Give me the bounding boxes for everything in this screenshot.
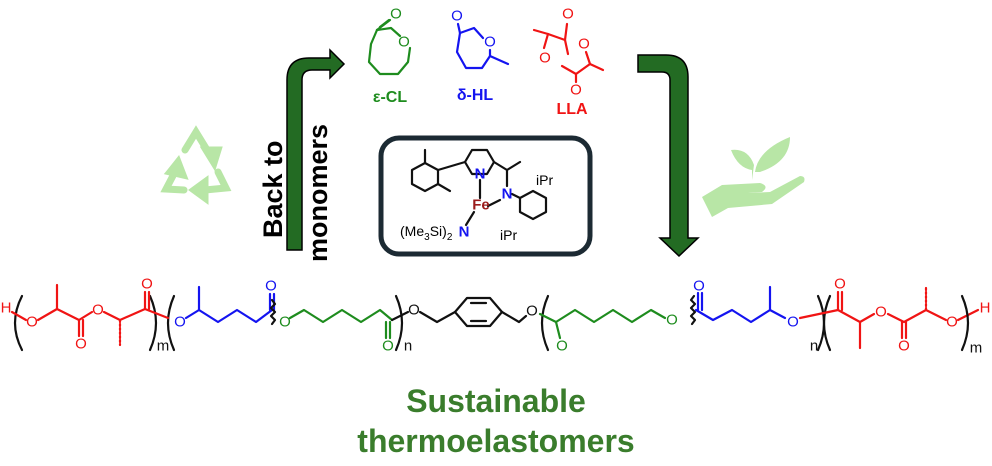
svg-text:O: O bbox=[834, 276, 846, 293]
svg-text:O: O bbox=[382, 338, 394, 355]
svg-text:N: N bbox=[475, 166, 486, 183]
svg-text:O: O bbox=[484, 34, 496, 51]
back-to-monomers-arrow bbox=[286, 48, 346, 251]
monomer-label-e-cl: ε-CL bbox=[373, 89, 407, 106]
svg-text:m: m bbox=[157, 338, 170, 355]
plant-in-hand-icon bbox=[702, 137, 805, 217]
svg-text:O: O bbox=[26, 314, 38, 331]
title-line-2: thermoelastomers bbox=[357, 423, 634, 459]
svg-text:O: O bbox=[787, 314, 799, 331]
svg-text:(Me3Si)2: (Me3Si)2 bbox=[400, 223, 453, 243]
svg-text:O: O bbox=[526, 303, 538, 320]
svg-text:O: O bbox=[92, 302, 104, 319]
svg-text:O: O bbox=[408, 302, 420, 319]
svg-text:O: O bbox=[946, 314, 958, 331]
recycle-icon bbox=[160, 125, 232, 205]
monomer-label-d-hl: δ-HL bbox=[457, 87, 494, 104]
iron-catalyst: N N Fe iPr iPr (Me3Si)2 N bbox=[378, 135, 593, 257]
monomer-d-hl: O O δ-HL bbox=[451, 8, 510, 104]
svg-text:O: O bbox=[174, 314, 186, 331]
monomer-label-lla: LLA bbox=[556, 101, 588, 118]
svg-text:O: O bbox=[578, 36, 590, 53]
svg-text:n: n bbox=[810, 338, 818, 355]
svg-text:O: O bbox=[141, 276, 153, 293]
svg-text:O: O bbox=[75, 336, 87, 353]
svg-text:O: O bbox=[898, 338, 910, 355]
svg-text:N: N bbox=[502, 186, 513, 203]
svg-text:O: O bbox=[279, 314, 291, 331]
svg-text:H: H bbox=[980, 300, 991, 317]
svg-text:iPr: iPr bbox=[536, 172, 553, 188]
arrow-label-monomers: monomers bbox=[303, 124, 333, 262]
svg-text:O: O bbox=[570, 82, 582, 99]
polymer-chain: H O O O O O O O O O O O O O O bbox=[1, 276, 991, 357]
svg-text:O: O bbox=[390, 6, 402, 23]
svg-text:O: O bbox=[556, 338, 568, 355]
svg-text:H: H bbox=[1, 300, 12, 317]
svg-text:O: O bbox=[539, 50, 551, 67]
monomer-e-cl: O O ε-CL bbox=[367, 6, 412, 106]
arrow-label-back-to: Back to bbox=[258, 140, 288, 238]
svg-text:O: O bbox=[265, 278, 277, 295]
svg-text:n: n bbox=[404, 338, 412, 355]
svg-text:O: O bbox=[666, 312, 678, 329]
svg-text:O: O bbox=[875, 304, 887, 321]
svg-text:Fe: Fe bbox=[472, 197, 490, 214]
polymerization-arrow bbox=[637, 54, 700, 258]
svg-text:O: O bbox=[398, 34, 410, 51]
svg-text:O: O bbox=[693, 278, 705, 295]
svg-text:N: N bbox=[459, 224, 470, 241]
monomer-lla: O O O O LLA bbox=[532, 6, 605, 118]
svg-text:O: O bbox=[562, 6, 574, 23]
svg-text:iPr: iPr bbox=[500, 227, 517, 243]
title-line-1: Sustainable bbox=[406, 383, 586, 419]
svg-text:m: m bbox=[970, 340, 983, 357]
svg-text:O: O bbox=[451, 8, 463, 25]
